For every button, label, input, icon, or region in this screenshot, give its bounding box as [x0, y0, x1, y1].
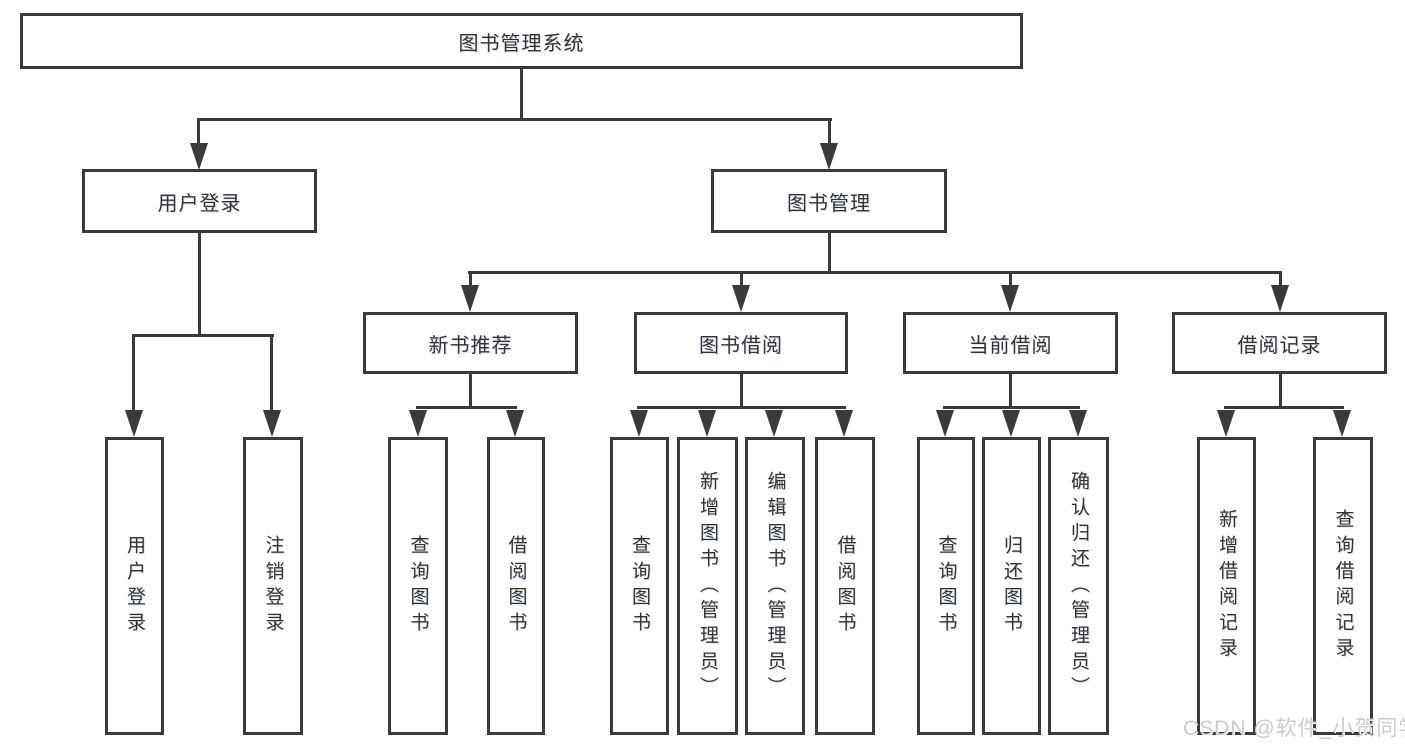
- connector-new-book-stem: [469, 372, 472, 408]
- node-borrow-book-borrow: 借阅图书: [815, 437, 875, 735]
- connector-borrow-record-drop: [1279, 273, 1282, 288]
- connector-current-borrow-stem: [1009, 372, 1012, 408]
- connector-book-borrow-drop: [740, 273, 743, 288]
- node-query-book-current: 查询图书: [917, 437, 975, 735]
- connector-user-login-leaf2-drop: [270, 336, 273, 412]
- connector-current-borrow-drop: [1009, 273, 1012, 288]
- connector-book-management-drop: [828, 120, 831, 146]
- node-new-book-recommend: 新书推荐: [363, 312, 578, 374]
- arrowhead-query-borrow-record-icon: [1333, 410, 1351, 437]
- connector-book-borrow-rail: [637, 406, 846, 409]
- arrowhead-book-management-icon: [820, 143, 838, 170]
- node-borrow-record: 借阅记录: [1172, 312, 1387, 374]
- node-edit-book-admin: 编辑图书（管理员）: [745, 437, 805, 735]
- arrowhead-borrow-book-recommend-icon: [506, 410, 524, 437]
- node-user-login-leaf: 用户登录: [105, 437, 164, 735]
- node-query-borrow-record: 查询借阅记录: [1313, 437, 1373, 735]
- arrowhead-query-book-borrow-icon: [630, 410, 648, 437]
- connector-current-borrow-rail: [943, 406, 1080, 409]
- arrowhead-current-borrow-icon: [1001, 285, 1019, 312]
- node-add-book-admin: 新增图书（管理员）: [677, 437, 738, 735]
- connector-book-borrow-stem: [740, 372, 743, 408]
- connector-level2-rail: [197, 118, 832, 121]
- arrowhead-book-borrow-icon: [732, 285, 750, 312]
- arrowhead-query-book-current-icon: [936, 410, 954, 437]
- node-current-borrow: 当前借阅: [903, 312, 1118, 374]
- node-book-management: 图书管理: [711, 169, 947, 233]
- node-add-borrow-record: 新增借阅记录: [1197, 437, 1256, 735]
- connector-borrow-record-stem: [1279, 372, 1282, 408]
- arrowhead-query-book-recommend-icon: [409, 410, 427, 437]
- connector-user-login-leaf1-drop: [132, 336, 135, 412]
- connector-new-book-rail: [416, 406, 517, 409]
- arrowhead-add-borrow-record-icon: [1217, 410, 1235, 437]
- connector-new-book-drop: [469, 273, 472, 288]
- connector-root-stem: [520, 67, 523, 120]
- node-query-book-recommend: 查询图书: [388, 437, 448, 735]
- arrowhead-user-login-icon: [190, 143, 208, 170]
- node-logout-login: 注销登录: [243, 437, 303, 735]
- arrowhead-return-book-icon: [1002, 410, 1020, 437]
- watermark-text: CSDN @软件_小贺同学: [1183, 717, 1405, 740]
- connector-user-login-drop: [197, 120, 200, 146]
- node-borrow-book-recommend: 借阅图书: [487, 437, 545, 735]
- connector-borrow-record-rail: [1224, 406, 1344, 409]
- arrowhead-borrow-record-icon: [1271, 285, 1289, 312]
- arrowhead-new-book-icon: [461, 285, 479, 312]
- node-confirm-return-admin: 确认归还（管理员）: [1048, 437, 1109, 735]
- connector-user-login-rail: [132, 334, 274, 337]
- connector-user-login-stem: [198, 232, 201, 336]
- node-root: 图书管理系统: [20, 13, 1023, 69]
- node-user-login: 用户登录: [82, 169, 317, 233]
- connector-level3-rail: [468, 271, 1282, 274]
- arrowhead-user-login-leaf1-icon: [125, 410, 143, 437]
- arrowhead-confirm-return-admin-icon: [1069, 410, 1087, 437]
- arrowhead-add-book-admin-icon: [698, 410, 716, 437]
- arrowhead-borrow-book-borrow-icon: [835, 410, 853, 437]
- node-book-borrow: 图书借阅: [634, 312, 848, 374]
- node-return-book: 归还图书: [982, 437, 1041, 735]
- connector-book-management-stem: [828, 232, 831, 273]
- arrowhead-user-login-leaf2-icon: [263, 410, 281, 437]
- node-query-book-borrow: 查询图书: [610, 437, 669, 735]
- arrowhead-edit-book-admin-icon: [765, 410, 783, 437]
